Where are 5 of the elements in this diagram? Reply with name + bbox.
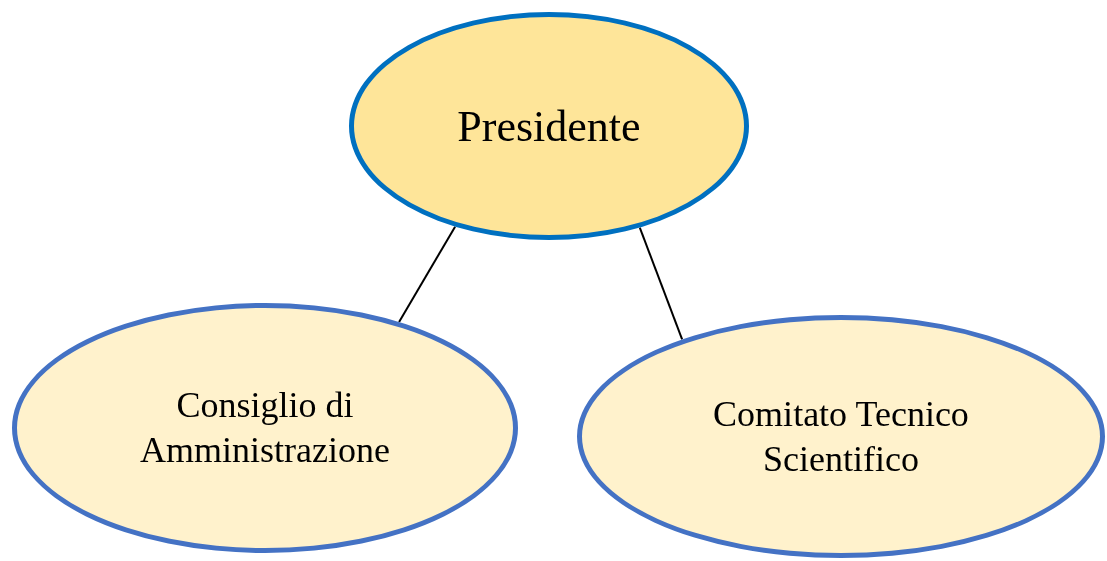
connector-line [398, 225, 457, 323]
node-label: Consiglio di Amministrazione [139, 384, 391, 472]
node-label: Presidente [457, 100, 641, 153]
connector-line [638, 226, 684, 341]
node-label: Comitato Tecnico Scientifico [712, 392, 970, 481]
